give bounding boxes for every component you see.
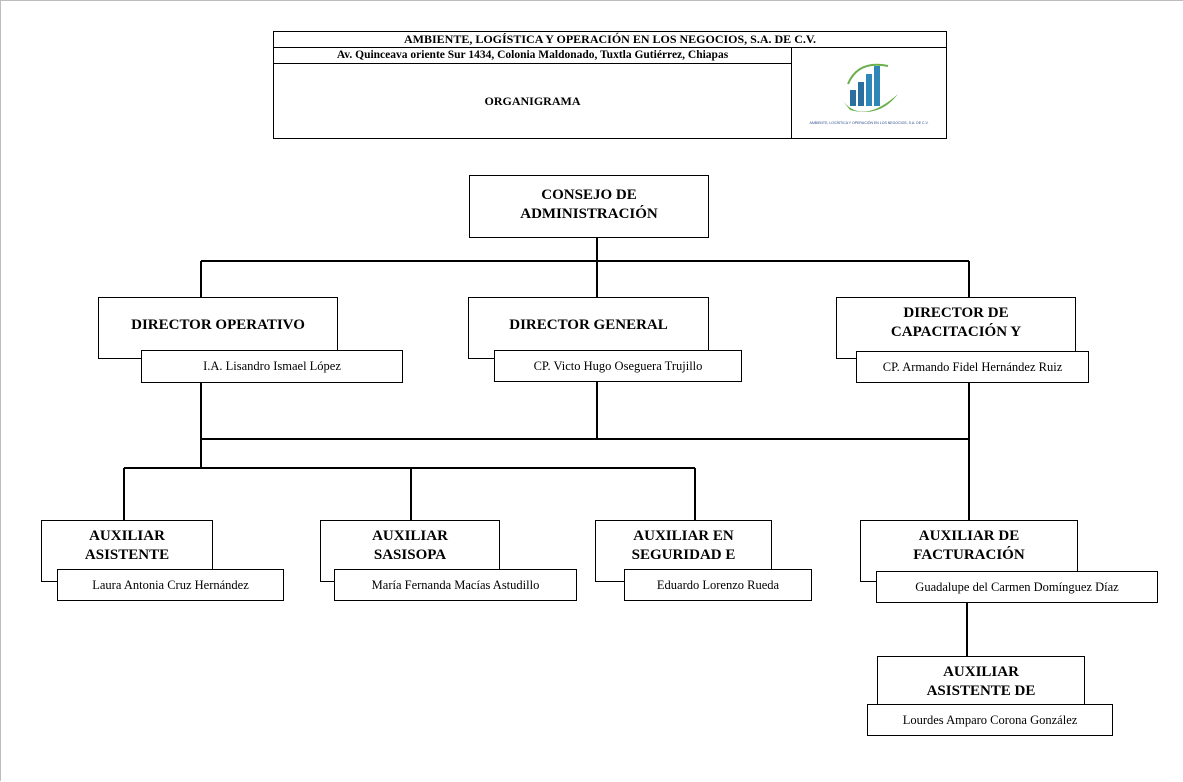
auxiliar-seguridad-name: Eduardo Lorenzo Rueda: [624, 569, 812, 601]
consejo-title: CONSEJO DE ADMINISTRACIÓN: [520, 187, 658, 222]
auxiliar-sasisopa-title: AUXILIAR SASISOPA: [372, 528, 448, 563]
header-table: AMBIENTE, LOGÍSTICA Y OPERACIÓN EN LOS N…: [273, 31, 947, 139]
auxiliar-asistente-de-name: Lourdes Amparo Corona González: [867, 704, 1113, 736]
logo-text: AMBIENTE, LOGÍSTICA Y OPERACIÓN EN LOS N…: [809, 121, 929, 125]
director-general-name: CP. Victo Hugo Oseguera Trujillo: [494, 350, 742, 382]
consejo-box: CONSEJO DE ADMINISTRACIÓN: [469, 175, 709, 238]
director-general-title: DIRECTOR GENERAL: [509, 317, 668, 333]
director-operativo-title: DIRECTOR OPERATIVO: [131, 317, 305, 333]
director-operativo-name: I.A. Lisandro Ismael López: [141, 350, 403, 383]
logo-graphic: [842, 63, 898, 112]
director-operativo-box: DIRECTOR OPERATIVO: [98, 297, 338, 359]
director-capacitacion-name: CP. Armando Fidel Hernández Ruiz: [856, 351, 1089, 383]
company-logo: AMBIENTE, LOGÍSTICA Y OPERACIÓN EN LOS N…: [792, 48, 946, 138]
auxiliar-asistente-de-title: AUXILIAR ASISTENTE DE: [926, 664, 1036, 699]
company-name: AMBIENTE, LOGÍSTICA Y OPERACIÓN EN LOS N…: [274, 32, 946, 48]
auxiliar-asistente-name: Laura Antonia Cruz Hernández: [57, 569, 284, 601]
auxiliar-seguridad-title: AUXILIAR EN SEGURIDAD E: [631, 528, 736, 563]
auxiliar-facturacion-name: Guadalupe del Carmen Domínguez Díaz: [876, 571, 1158, 603]
auxiliar-asistente-title: AUXILIAR ASISTENTE: [84, 528, 170, 563]
company-address: Av. Quinceava oriente Sur 1434, Colonia …: [274, 48, 792, 64]
director-capacitacion-title: DIRECTOR DE CAPACITACIÓN Y: [890, 305, 1022, 340]
director-capacitacion-box: DIRECTOR DE CAPACITACIÓN Y: [836, 297, 1076, 359]
document-title: ORGANIGRAMA: [274, 64, 792, 138]
auxiliar-sasisopa-name: María Fernanda Macías Astudillo: [334, 569, 577, 601]
auxiliar-facturacion-title: AUXILIAR DE FACTURACIÓN: [913, 528, 1025, 563]
director-general-box: DIRECTOR GENERAL: [468, 297, 709, 359]
